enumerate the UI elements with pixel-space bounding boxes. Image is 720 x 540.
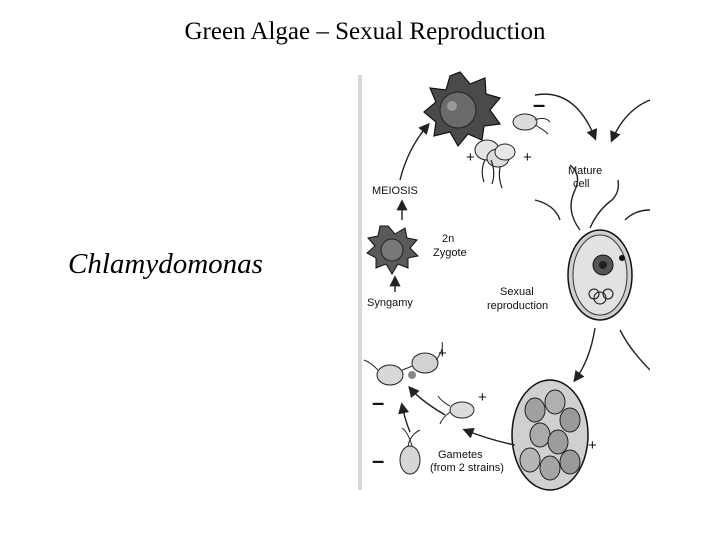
- fusing-plus-sign: +: [438, 345, 447, 362]
- arrow-minus-fuse: [398, 402, 411, 433]
- meiosis-label: MEIOSIS: [372, 185, 418, 197]
- released-plus-left: +: [466, 149, 475, 166]
- arrow-side: [624, 209, 650, 221]
- zygote-2n: [366, 225, 420, 275]
- fusing-minus-sign: –: [372, 390, 384, 415]
- arrow-meiosis: [399, 122, 430, 181]
- sexual-label-2: reproduction: [487, 300, 548, 312]
- released-cells: [474, 139, 516, 189]
- syngamy-label: Syngamy: [367, 297, 413, 309]
- arrow-to-mature: [534, 93, 598, 141]
- arrow-asexual-in: [610, 99, 650, 143]
- organism-name: Chlamydomonas: [68, 248, 263, 280]
- minus-cell-top: [512, 113, 551, 135]
- arrow-mature-curve: [534, 199, 561, 221]
- gamete-minus-sign: –: [372, 448, 384, 473]
- arrow-gametes-fuse: [408, 385, 446, 416]
- sexual-label-1: Sexual: [500, 286, 534, 298]
- gamete-minus: [399, 427, 421, 475]
- gametes-label-1: Gametes: [438, 449, 483, 461]
- top-minus-sign: –: [533, 92, 545, 117]
- arrow-to-gametangium: [573, 327, 596, 383]
- released-plus-right: +: [523, 149, 532, 166]
- mature-cell: [567, 164, 633, 321]
- mature-label-1: Mature: [568, 165, 602, 177]
- arrow-side-bottom: [619, 329, 650, 371]
- gametes-label-2: (from 2 strains): [430, 462, 504, 474]
- zygote-label: Zygote: [433, 247, 467, 259]
- zygote-2n-label: 2n: [442, 233, 454, 245]
- fusing-gametes: [363, 341, 443, 386]
- slide-title: Green Algae – Sexual Reproduction: [184, 18, 546, 45]
- gamete-plus-sign: +: [478, 389, 487, 406]
- gametangium-plus: +: [588, 437, 597, 454]
- gamete-plus: [437, 395, 475, 425]
- life-cycle-diagram: + + – MEIOSIS 2n Zygote Syngamy Mature c…: [358, 71, 650, 491]
- arrow-gametes-release: [462, 427, 516, 446]
- germinating-zygote: [423, 71, 502, 148]
- gametangium: [511, 379, 589, 491]
